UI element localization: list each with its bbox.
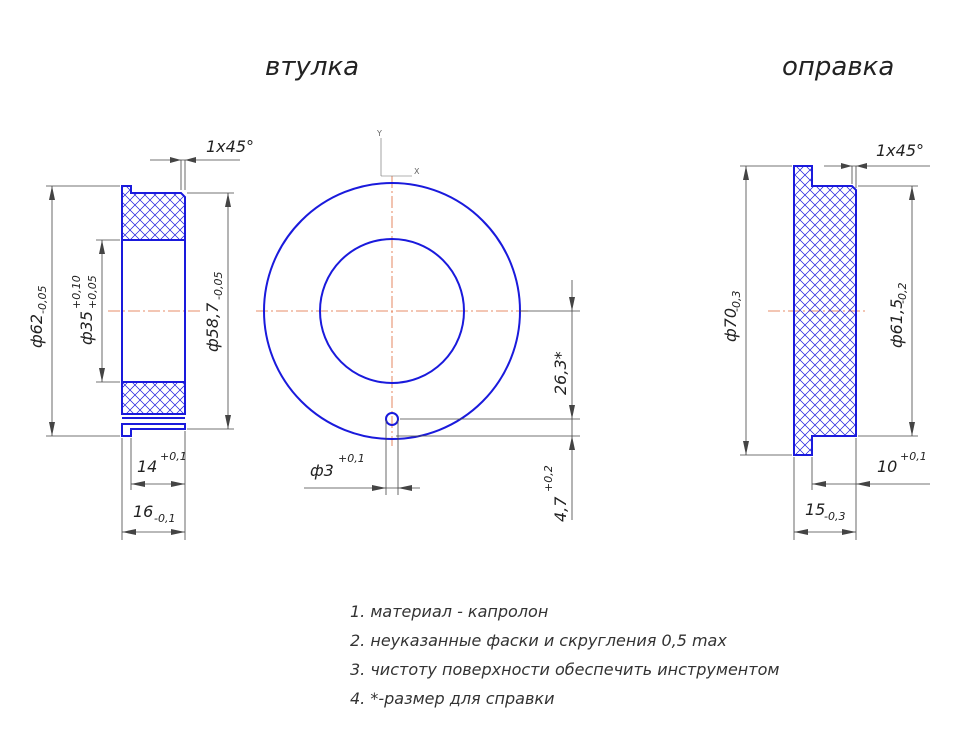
dim-arrows xyxy=(372,485,412,491)
dim-arrows xyxy=(131,481,185,487)
dim-47-label: 4,7 +0,2 xyxy=(542,465,570,522)
dim-text: 14 xyxy=(137,457,157,476)
dim-263-label: 26,3* xyxy=(551,351,570,395)
dim-arrows xyxy=(841,163,867,169)
dim-tol: +0,05 xyxy=(86,275,99,309)
note-3: 3. чистоту поверхности обеспечить инстру… xyxy=(350,660,779,679)
dim-tol: +0,1 xyxy=(338,452,365,465)
dim-tol: -0,05 xyxy=(212,272,225,300)
dim-tol: +0,10 xyxy=(70,275,83,309)
dim-tol: -0,2 xyxy=(896,283,909,304)
bushing-section-view: ф62 -0,05 ф35 +0,10 +0,05 ф58,7 -0,05 1x… xyxy=(27,137,254,540)
dim-text: 4,7 xyxy=(551,496,570,522)
dim-arrows xyxy=(569,436,575,450)
dim-arrows xyxy=(122,529,185,535)
dim-text: ф3 xyxy=(310,461,334,480)
dim-arrows xyxy=(812,481,870,487)
dim-d70-label: ф70 -0,3 xyxy=(721,291,743,342)
dim-tol: +0,2 xyxy=(542,465,555,492)
dim-text: 10 xyxy=(877,457,897,476)
dim-text: ф35 xyxy=(77,311,96,345)
dim-chamfer-text: 1x45° xyxy=(876,141,924,160)
dim-text: ф58,7 xyxy=(203,302,222,352)
dim-text: ф62 xyxy=(27,314,46,348)
dim-tol: +0,1 xyxy=(160,450,187,463)
ring-hole xyxy=(385,412,399,426)
mandrel-body xyxy=(793,165,857,456)
dim-d35-label: ф35 +0,10 +0,05 xyxy=(70,275,99,345)
title-mandrel: оправка xyxy=(782,52,894,82)
dim-chamfer-text: 1x45° xyxy=(206,137,254,156)
bushing-front-view: Y X 26,3* 4,7 +0,2 ф3 +0,1 xyxy=(256,129,580,522)
dim-tol: -0,1 xyxy=(154,512,175,525)
bushing-lower-section xyxy=(121,381,186,415)
dim-arrows xyxy=(794,529,856,535)
dim-tol: -0,3 xyxy=(824,510,845,523)
title-bushing: втулка xyxy=(265,52,359,82)
notes: 1. материал - капролон 2. неуказанные фа… xyxy=(350,602,779,708)
dim-text: 15 xyxy=(805,500,825,519)
ring-inner-circle xyxy=(319,238,465,384)
dim-d615-label: ф61,5 -0,2 xyxy=(887,283,909,348)
bushing-upper-section xyxy=(121,185,186,241)
dim-text: 16 xyxy=(133,502,153,521)
note-4: 4. *-размер для справки xyxy=(350,689,554,708)
dim-tol: -0,3 xyxy=(730,291,743,312)
dim-arrows xyxy=(170,157,196,163)
dim-tol: -0,05 xyxy=(36,286,49,314)
dim-text: ф70 xyxy=(721,308,740,342)
mandrel-section-view: ф70 -0,3 ф61,5 -0,2 1x45° 10 +0,1 15 -0,… xyxy=(721,141,930,540)
dim-text: ф61,5 xyxy=(887,299,906,348)
bushing-lower-step xyxy=(121,417,186,437)
dim-d62-label: ф62 -0,05 xyxy=(27,286,49,348)
dim-text: 26,3* xyxy=(551,351,570,395)
axis-y-label: Y xyxy=(376,129,382,138)
dim-tol: +0,1 xyxy=(900,450,927,463)
note-1: 1. материал - капролон xyxy=(350,602,548,621)
axis-x-label: X xyxy=(414,167,420,176)
dim-d587-label: ф58,7 -0,05 xyxy=(203,272,225,352)
note-2: 2. неуказанные фаски и скругления 0,5 ma… xyxy=(350,631,727,650)
dim-arrows xyxy=(569,297,575,419)
